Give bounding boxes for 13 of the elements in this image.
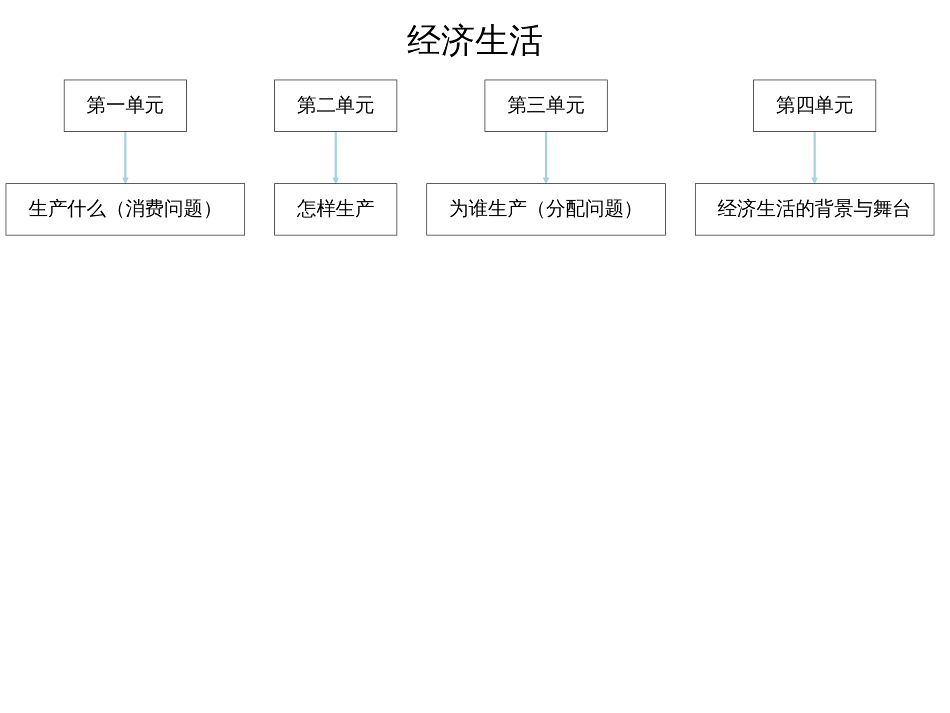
node-box: 第一单元: [64, 80, 187, 132]
arrow: [122, 131, 129, 184]
diagram-title: 经济生活: [406, 20, 544, 63]
node-box: 经济生活的背景与舞台: [694, 183, 934, 236]
node-box: 第四单元: [753, 80, 876, 132]
arrow: [332, 131, 339, 184]
arrow: [811, 131, 818, 184]
node-box: 生产什么（消费问题）: [6, 183, 246, 236]
node-box: 为谁生产（分配问题）: [426, 183, 666, 236]
node-box: 第二单元: [274, 80, 398, 132]
node-box: 第三单元: [484, 80, 608, 132]
arrow: [542, 131, 550, 184]
node-box: 怎样生产: [274, 183, 398, 236]
